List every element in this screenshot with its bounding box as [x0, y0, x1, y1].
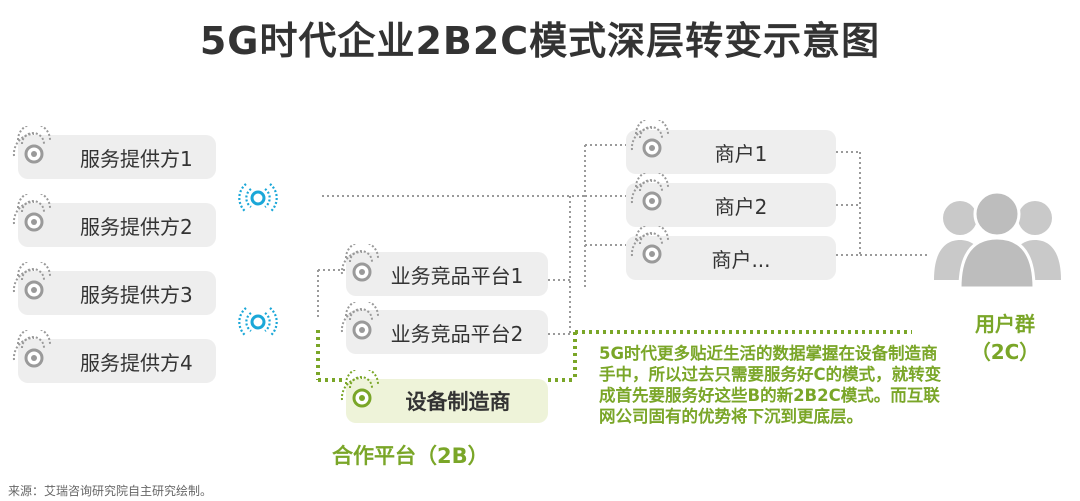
- signal-icon: [630, 120, 669, 158]
- merchant-label: 商户1: [714, 141, 768, 166]
- merchant-label: 商户...: [711, 247, 771, 272]
- signal-icon: [12, 194, 51, 232]
- platform-2: 业务竞品平台2: [346, 310, 548, 354]
- merchant-label: 商户2: [714, 194, 768, 219]
- signal-icon: [340, 370, 379, 408]
- platform-1: 业务竞品平台1: [346, 252, 548, 296]
- users-group-icon: [934, 190, 1061, 290]
- signal-icon: [340, 244, 379, 282]
- user-group-label-line2: （2C）: [970, 340, 1040, 364]
- signal-icon: [630, 226, 669, 264]
- signal-icon: [630, 173, 669, 211]
- service-provider-label: 服务提供方1: [80, 146, 193, 171]
- service-provider-label: 服务提供方2: [80, 214, 193, 239]
- service-provider-2: 服务提供方2: [18, 203, 216, 247]
- user-group-label: 用户群 （2C）: [950, 310, 1060, 366]
- service-provider-1: 服务提供方1: [18, 135, 216, 179]
- platform-label: 业务竞品平台1: [390, 263, 524, 288]
- signal-icon: [12, 330, 51, 368]
- signal-icon: [340, 302, 379, 340]
- service-provider-4: 服务提供方4: [18, 339, 216, 383]
- merchant-3: 商户...: [626, 236, 836, 280]
- page-title: 5G时代企业2B2C模式深层转变示意图: [199, 19, 881, 63]
- hub-signal-icon: [238, 183, 278, 213]
- signal-icon: [12, 262, 51, 300]
- source-note: 来源：艾瑞咨询研究院自主研究绘制。: [8, 484, 213, 498]
- device-maker: 设备制造商: [346, 379, 548, 423]
- device-maker-label: 设备制造商: [405, 390, 511, 414]
- user-group-label-line1: 用户群: [975, 312, 1035, 336]
- hub-signal-icon: [238, 307, 278, 337]
- platform-label: 业务竞品平台2: [390, 321, 524, 346]
- service-provider-3: 服务提供方3: [18, 271, 216, 315]
- explanation-note: 5G时代更多贴近生活的数据掌握在设备制造商手中，所以过去只需要服务好C的模式，就…: [599, 344, 942, 426]
- service-provider-label: 服务提供方3: [80, 282, 193, 307]
- signal-icon: [12, 126, 51, 164]
- service-provider-label: 服务提供方4: [80, 350, 193, 375]
- platform-group-label: 合作平台（2B）: [332, 444, 489, 468]
